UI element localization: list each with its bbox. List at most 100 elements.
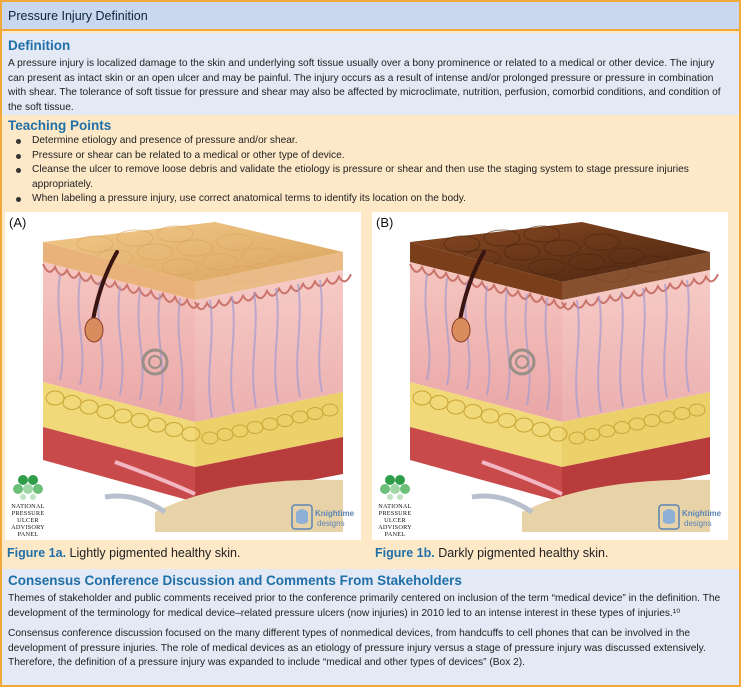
blood-vessel xyxy=(575,299,580,418)
skin-cell xyxy=(76,235,114,253)
skin-cell xyxy=(528,258,566,276)
fat-cell xyxy=(514,417,534,433)
npuap-circles-icon xyxy=(380,475,410,500)
dermal-papillae xyxy=(194,273,352,311)
hair-shaft xyxy=(458,250,486,322)
knight-helmet-icon: Knightime designs xyxy=(658,504,722,530)
teaching-points-heading: Teaching Points xyxy=(8,118,112,133)
fat-cell xyxy=(164,422,184,437)
skin-cell xyxy=(156,225,194,243)
skin-cell xyxy=(116,229,154,247)
blood-vessel xyxy=(597,295,602,413)
definition-section: Definition A pressure injury is localize… xyxy=(2,33,739,115)
blood-vessel xyxy=(619,291,624,408)
blood-vessel xyxy=(685,279,690,393)
hair-shaft xyxy=(91,250,119,322)
fascia xyxy=(481,460,563,496)
fat-cell xyxy=(147,417,167,433)
svg-text:Knightime: Knightime xyxy=(682,509,722,518)
fat-cell xyxy=(480,408,500,424)
npuap-logo-text: NATIONAL PRESSURE ULCER ADVISORY PANEL xyxy=(378,503,412,538)
tendon xyxy=(471,493,534,515)
skin-cell xyxy=(161,258,199,276)
list-item: When labeling a pressure injury, use cor… xyxy=(12,192,733,207)
svg-text:designs: designs xyxy=(317,519,345,528)
skin-cell xyxy=(483,229,521,247)
fat-cell xyxy=(181,426,201,442)
svg-text:Knightime: Knightime xyxy=(315,509,355,518)
epidermis-left xyxy=(43,242,195,300)
fat-cell xyxy=(321,403,339,417)
fat-cell xyxy=(412,390,432,406)
knightime-logo: Knightime designs xyxy=(291,502,357,532)
fat-cell xyxy=(446,399,466,415)
blood-vessel xyxy=(230,295,235,413)
consensus-section: Consensus Conference Discussion and Comm… xyxy=(2,569,739,685)
npuap-circles-icon xyxy=(13,475,43,500)
blood-vessel xyxy=(641,287,646,403)
teaching-points-list: Determine etiology and presence of press… xyxy=(8,134,733,207)
skin-cell xyxy=(568,253,606,271)
npuap-logo: NATIONAL PRESSURE ULCER ADVISORY PANEL xyxy=(374,474,416,538)
blood-vessel xyxy=(544,297,551,411)
fat-cell xyxy=(429,395,449,410)
consensus-heading: Consensus Conference Discussion and Comm… xyxy=(8,573,462,588)
blood-vessel xyxy=(57,273,64,381)
fat-cell xyxy=(79,399,99,415)
skin-cell xyxy=(176,239,214,257)
fat-cell xyxy=(113,408,133,424)
svg-text:designs: designs xyxy=(684,519,712,528)
knightime-logo: Knightime designs xyxy=(658,502,724,532)
skin-cell xyxy=(443,235,481,253)
fascia xyxy=(114,460,196,496)
blood-vessel xyxy=(177,297,184,411)
skin-cross-section-illustration xyxy=(409,222,719,532)
blood-vessel xyxy=(663,283,668,398)
sweat-gland xyxy=(141,348,169,376)
blood-vessel xyxy=(504,289,511,401)
blood-vessel xyxy=(318,279,323,393)
skin-cell xyxy=(608,247,646,265)
muscle-right xyxy=(195,437,343,502)
consensus-paragraph: Consensus conference discussion focused … xyxy=(8,628,706,668)
blood-vessel xyxy=(274,287,279,403)
figure-1a-caption: Figure 1a. Lightly pigmented healthy ski… xyxy=(7,546,241,560)
consensus-paragraph: Themes of stakeholder and public comment… xyxy=(8,593,721,619)
teaching-points-section: Teaching Points Determine etiology and p… xyxy=(2,115,739,204)
npuap-logo: NATIONAL PRESSURE ULCER ADVISORY PANEL xyxy=(7,474,49,538)
epidermis-right xyxy=(195,252,343,300)
sweat-gland-inner xyxy=(148,355,162,369)
fat-cell xyxy=(130,413,150,428)
fat-cell xyxy=(62,395,82,410)
fat-cell xyxy=(531,422,551,437)
blood-vessel xyxy=(77,277,84,386)
blood-vessel xyxy=(137,289,144,401)
epidermis-left xyxy=(410,242,562,300)
muscle-right xyxy=(562,437,710,502)
hair-follicle xyxy=(84,317,104,343)
fat-cell xyxy=(497,413,517,428)
fat-cell xyxy=(45,390,65,406)
fat-cell xyxy=(463,404,483,419)
dermal-papillae xyxy=(409,263,567,309)
dermal-papillae xyxy=(561,273,719,311)
blood-vessel xyxy=(117,285,124,396)
skin-cross-section-illustration xyxy=(42,222,352,532)
sweat-gland-inner xyxy=(515,355,529,369)
fat-cell xyxy=(548,426,568,442)
blood-vessel xyxy=(208,299,213,418)
skin-cell xyxy=(136,243,174,261)
dermal-papillae xyxy=(42,263,200,309)
figure-letter: (B) xyxy=(376,215,394,230)
sweat-gland xyxy=(508,348,536,376)
list-item: Cleanse the ulcer to remove loose debris… xyxy=(12,163,733,192)
blood-vessel xyxy=(296,283,301,398)
figure-1b-caption: Figure 1b. Darkly pigmented healthy skin… xyxy=(375,546,609,560)
skin-cell xyxy=(583,233,621,251)
blood-vessel xyxy=(444,277,451,386)
figure-letter: (A) xyxy=(9,215,27,230)
list-item: Determine etiology and presence of press… xyxy=(12,134,733,149)
tendon xyxy=(104,493,167,515)
blood-vessel xyxy=(484,285,491,396)
